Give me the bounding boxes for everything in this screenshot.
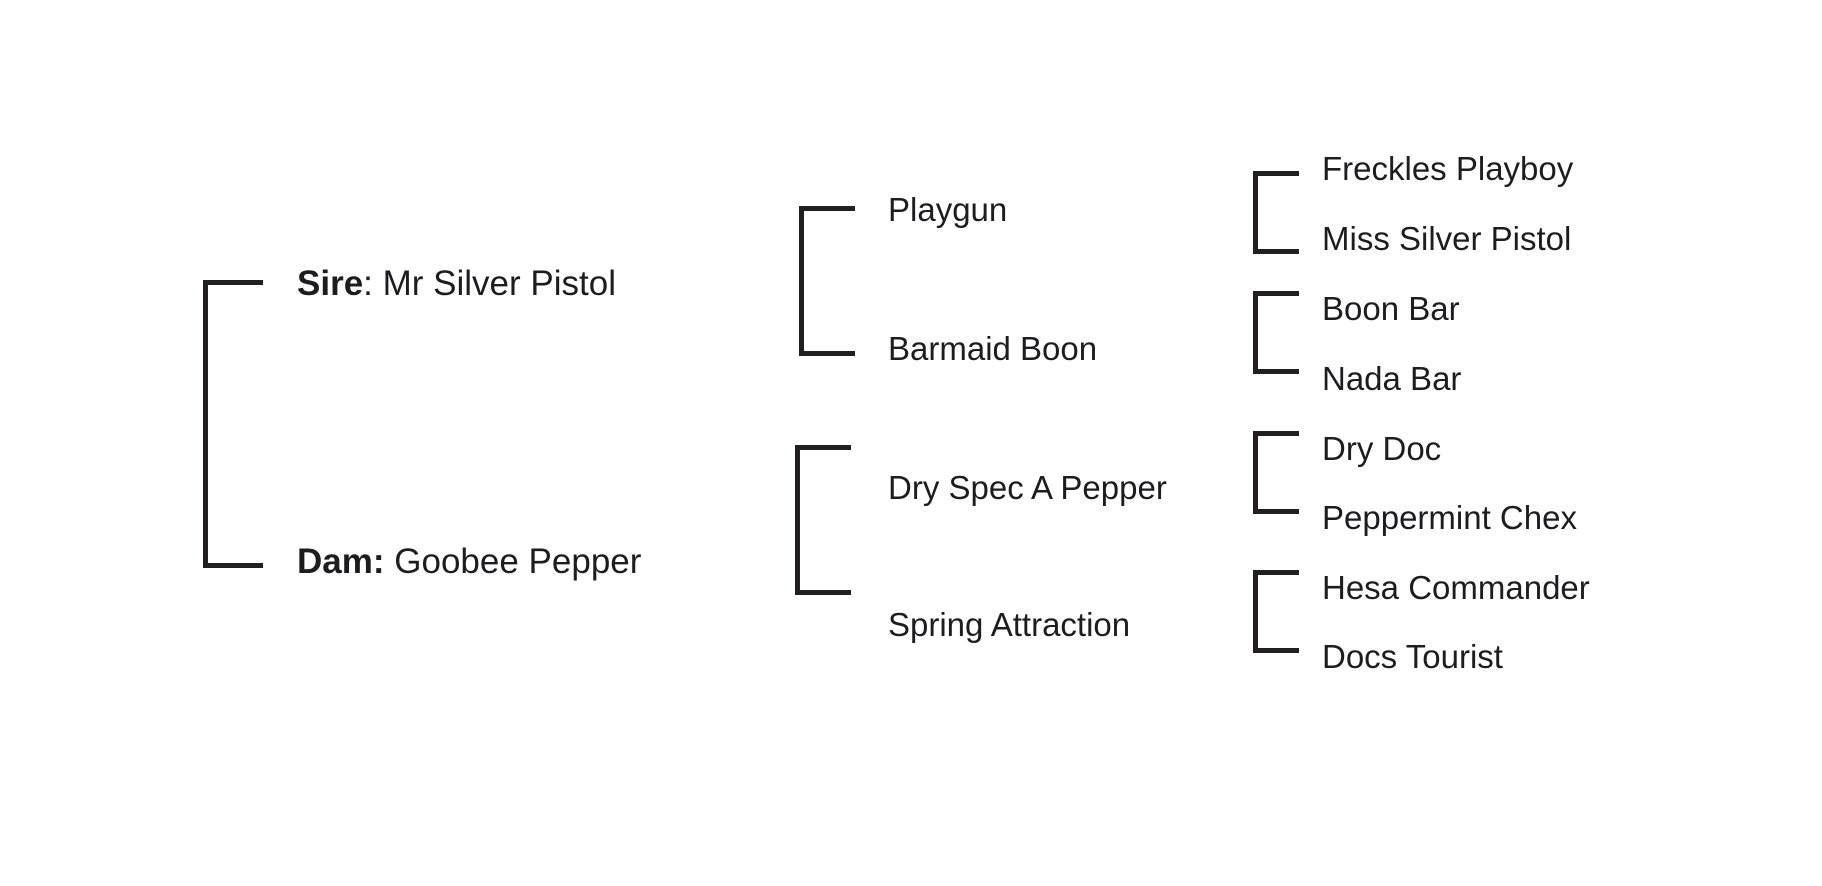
dry-spec-a-pepper-parents-bracket-bottom-arm [1253, 509, 1299, 514]
node-nada-bar: Nada Bar [1322, 360, 1462, 397]
sire-parents-bracket-vertical [799, 206, 804, 356]
dam-parents-bracket-top-arm [795, 445, 851, 450]
dam-parents-bracket-bottom-arm [795, 590, 851, 595]
sire-parents-bracket-bottom-arm [799, 351, 855, 356]
node-freckles-playboy: Freckles Playboy [1322, 150, 1574, 187]
dry-spec-a-pepper-parents-bracket-top-arm [1253, 431, 1299, 436]
node-docs-tourist: Docs Tourist [1322, 638, 1503, 675]
playgun-parents-bracket [1253, 171, 1299, 254]
root-bracket-top-arm [203, 280, 263, 285]
playgun-parents-bracket-vertical [1253, 171, 1258, 254]
node-spring-attraction: Spring Attraction [888, 606, 1131, 643]
spring-attraction-parents-bracket-top-arm [1253, 570, 1299, 575]
root-bracket-bottom-arm [203, 563, 263, 568]
playgun-parents-bracket-bottom-arm [1253, 249, 1299, 254]
sire-separator: : [363, 264, 383, 303]
node-boon-bar: Boon Bar [1322, 290, 1460, 327]
dry-spec-a-pepper-parents-bracket [1253, 431, 1299, 514]
spring-attraction-parents-bracket-bottom-arm [1253, 648, 1299, 653]
dam-separator [385, 542, 395, 581]
barmaid-boon-parents-bracket-bottom-arm [1253, 369, 1299, 374]
dam-parents-bracket-vertical [795, 445, 800, 595]
root-bracket [203, 280, 263, 568]
barmaid-boon-parents-bracket-vertical [1253, 291, 1258, 374]
node-peppermint-chex: Peppermint Chex [1322, 499, 1577, 536]
node-playgun: Playgun [888, 191, 1008, 228]
sire-name: Mr Silver Pistol [382, 264, 616, 303]
node-dry-spec-a-pepper: Dry Spec A Pepper [888, 469, 1167, 506]
dam-name: Goobee Pepper [394, 542, 642, 581]
sire-parents-bracket [799, 206, 855, 356]
root-bracket-vertical [203, 280, 208, 568]
node-hesa-commander: Hesa Commander [1322, 569, 1590, 606]
node-barmaid-boon: Barmaid Boon [888, 330, 1098, 367]
playgun-parents-bracket-top-arm [1253, 171, 1299, 176]
dry-spec-a-pepper-parents-bracket-vertical [1253, 431, 1258, 514]
node-dam: Dam: Goobee Pepper [297, 544, 641, 579]
node-dry-doc: Dry Doc [1322, 430, 1442, 467]
barmaid-boon-parents-bracket [1253, 291, 1299, 374]
barmaid-boon-parents-bracket-top-arm [1253, 291, 1299, 296]
sire-role-label: Sire [297, 264, 364, 303]
spring-attraction-parents-bracket-vertical [1253, 570, 1258, 653]
sire-parents-bracket-top-arm [799, 206, 855, 211]
dam-role-label: Dam: [297, 542, 385, 581]
node-sire: Sire: Mr Silver Pistol [297, 266, 616, 301]
dam-parents-bracket [795, 445, 851, 595]
spring-attraction-parents-bracket [1253, 570, 1299, 653]
node-miss-silver-pistol: Miss Silver Pistol [1322, 220, 1572, 257]
